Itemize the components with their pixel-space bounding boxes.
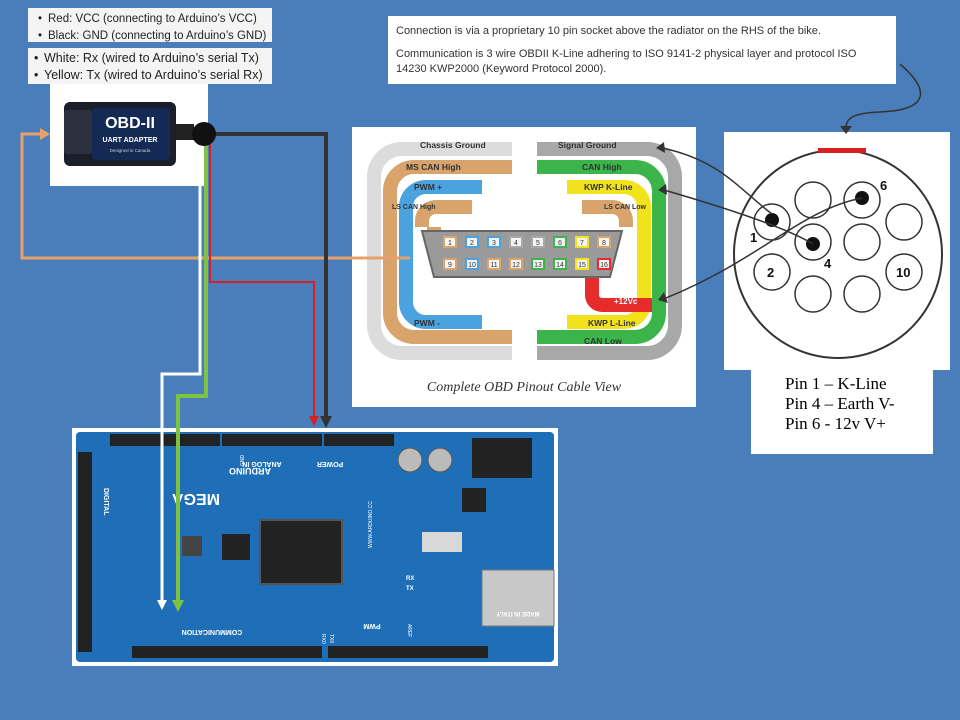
pinout-label-pwm-minus: PWM -	[414, 318, 440, 328]
socket-label-4: 4	[824, 256, 832, 271]
red-wire	[209, 140, 315, 418]
board-comm-label: COMMUNICATION	[182, 628, 243, 635]
pin-number-8: 8	[602, 240, 606, 247]
board-digital-label: DIGITAL	[102, 488, 109, 516]
orange-wire-arrowhead	[40, 128, 50, 140]
red-wire-arrowhead	[309, 416, 319, 426]
adapter-line2: UART ADAPTER	[103, 137, 158, 144]
pin-cell-11	[487, 258, 501, 270]
pin-number-7: 7	[580, 240, 584, 247]
wire-legend-top: Red: VCC (connecting to Arduino’s VCC) B…	[28, 8, 272, 43]
pinout-label-can-high: CAN High	[582, 162, 622, 172]
connection-info-box: Connection is via a proprietary 10 pin s…	[388, 16, 896, 84]
pinout-label-kwp-l-line: KWP L-Line	[588, 318, 636, 328]
obd-pinout-diagram: Chassis Ground MS CAN High PWM + LS CAN …	[352, 127, 696, 407]
pin-cell-5	[531, 236, 545, 248]
arduino-mega-board-image: ARDUINO MEGA COMMUNICATION ANALOG IN POW…	[72, 428, 558, 666]
obd-adapter-image: OBD-II UART ADAPTER Designed in Canada	[50, 84, 208, 186]
pin-number-9: 9	[448, 262, 452, 269]
board-analog-label: ANALOG IN	[242, 460, 281, 467]
socket-label-1: 1	[750, 230, 757, 245]
pin-1-description: Pin 1 – K-Line	[785, 374, 887, 393]
socket-label-6: 6	[880, 178, 887, 193]
pin-cell-14	[553, 258, 567, 270]
pinout-label-kwp-k-line: KWP K-Line	[584, 182, 633, 192]
pin-6-description: Pin 6 - 12v V+	[785, 414, 886, 433]
pin-cell-8	[597, 236, 611, 248]
pin-cell-15	[575, 258, 589, 270]
wire-legend-bottom: White: Rx (wired to Arduino’s serial Tx)…	[28, 48, 272, 84]
pin-cell-2	[465, 236, 479, 248]
pin-cell-10	[465, 258, 479, 270]
pin-cell-13	[531, 258, 545, 270]
pinout-label-12vc: +12Vc	[614, 297, 638, 306]
pinout-caption: Complete OBD Pinout Cable View	[427, 380, 622, 395]
pinout-label-ls-can-low: LS CAN Low	[604, 204, 647, 211]
pin-cell-12	[509, 258, 523, 270]
pin-number-13: 13	[534, 262, 542, 269]
board-rx0-label: RX0	[320, 634, 326, 644]
pin-cell-16	[597, 258, 611, 270]
pin-description-box: Pin 1 – K-Line Pin 4 – Earth V- Pin 6 - …	[751, 370, 933, 454]
legend-item-yellow: Yellow: Tx (wired to Arduino’s serial Rx…	[32, 67, 272, 84]
pin-cell-6	[553, 236, 567, 248]
board-tx0-label: TX0	[328, 634, 334, 643]
black-wire-arrowhead	[320, 416, 332, 428]
pin-cell-7	[575, 236, 589, 248]
pin-cell-1	[443, 236, 457, 248]
pin-number-3: 3	[492, 240, 496, 247]
pinout-pins-top: 1 2 3 4 5 6 7 8	[443, 236, 611, 248]
pin-4-description: Pin 4 – Earth V-	[785, 394, 895, 413]
legend-item-white: White: Rx (wired to Arduino’s serial Tx)	[32, 50, 272, 67]
board-power-label: POWER	[317, 460, 343, 467]
pinout-label-chassis-ground: Chassis Ground	[420, 140, 486, 150]
legend-item-red: Red: VCC (connecting to Arduino’s VCC)	[36, 11, 272, 28]
legend-item-black: Black: GND (connecting to Arduino’s GND)	[36, 28, 272, 43]
pinout-label-ms-can-high: MS CAN High	[406, 162, 461, 172]
board-aref-label: AREF	[406, 624, 412, 637]
socket-label-2: 2	[767, 265, 774, 280]
board-model: MEGA	[172, 490, 220, 507]
pin-number-4: 4	[514, 240, 518, 247]
pin-number-12: 12	[512, 262, 520, 269]
board-tx-label: TX	[406, 586, 414, 592]
pinout-pins-bottom: 9 10 11 12 13 14 15 16	[443, 258, 611, 270]
pin-number-16: 16	[600, 262, 608, 269]
pin-number-14: 14	[556, 262, 564, 269]
pinout-label-ls-can-high: LS CAN High	[392, 204, 436, 211]
pin-number-10: 10	[468, 262, 476, 269]
connection-info-line1: Connection is via a proprietary 10 pin s…	[396, 25, 821, 37]
pin-cell-9	[443, 258, 457, 270]
ten-pin-socket-diagram: 1 2 4 6 10	[724, 132, 950, 370]
board-rx-label: RX	[406, 576, 414, 582]
pin-number-5: 5	[536, 240, 540, 247]
connection-info-line2: Communication is 3 wire OBDII K-Line adh…	[396, 48, 857, 75]
pin-number-15: 15	[578, 262, 586, 269]
board-origin: MADE IN ITALY	[496, 610, 539, 616]
board-name: ARDUINO	[229, 466, 271, 476]
board-pwm-label: PWM	[363, 622, 380, 629]
pinout-label-can-low: CAN Low	[584, 336, 622, 346]
pinout-label-pwm-plus: PWM +	[414, 182, 442, 192]
pin-cell-4	[509, 236, 523, 248]
board-gnd-label: GND	[240, 455, 246, 467]
black-wire	[208, 132, 328, 418]
adapter-line3: Designed in Canada	[110, 148, 151, 153]
pinout-label-signal-ground: Signal Ground	[558, 140, 617, 150]
pin-number-2: 2	[470, 240, 474, 247]
pin-number-6: 6	[558, 240, 562, 247]
board-site: WWW.ARDUINO.CC	[368, 501, 374, 548]
pin-number-1: 1	[448, 240, 452, 247]
pin-number-11: 11	[490, 262, 497, 269]
pin-cell-3	[487, 236, 501, 248]
adapter-brand: OBD-II	[105, 115, 155, 132]
socket-label-10: 10	[896, 265, 910, 280]
